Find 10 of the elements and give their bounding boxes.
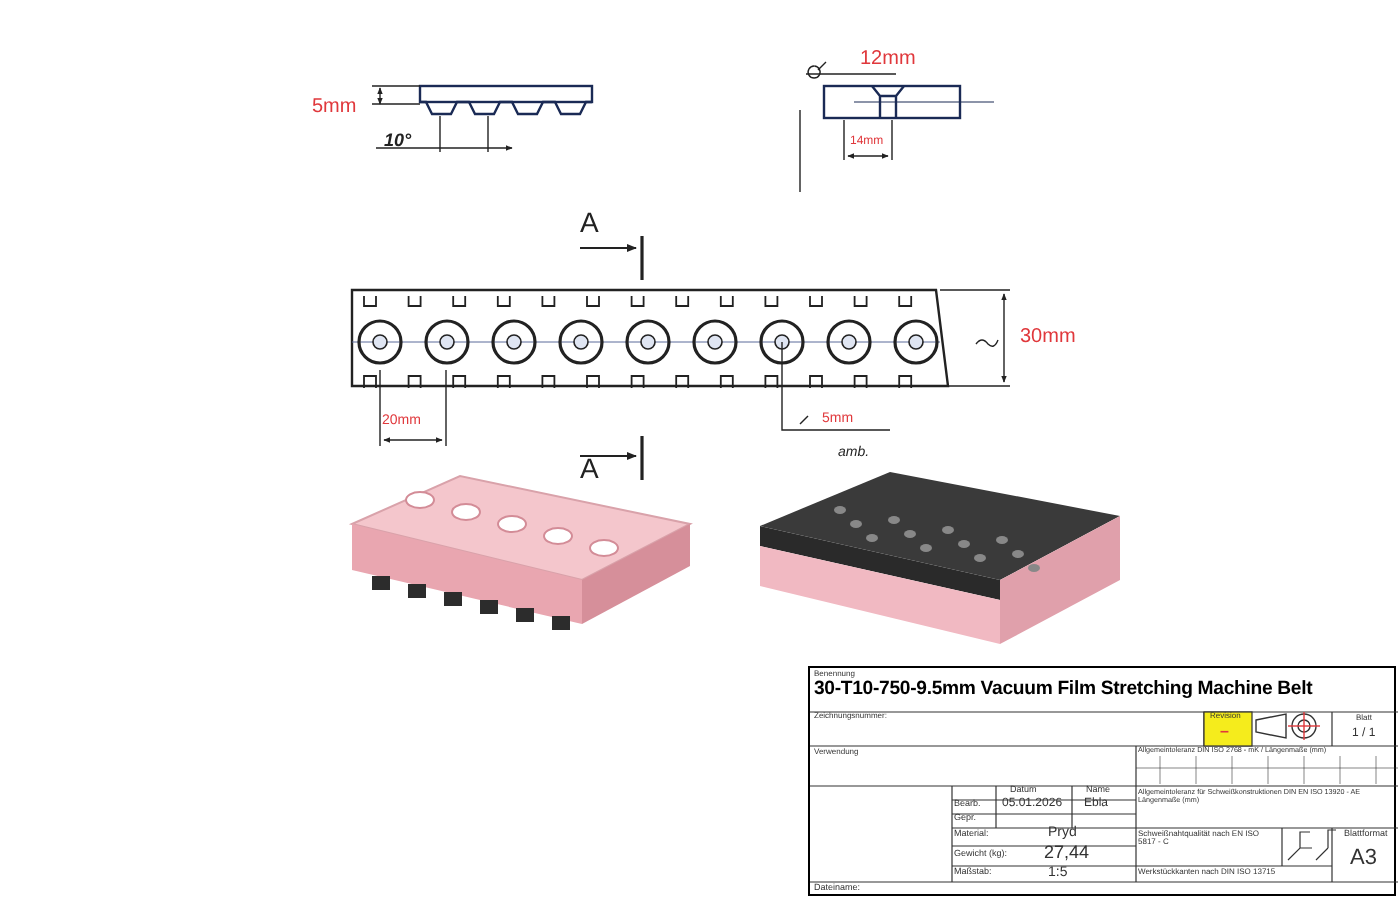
- dimension-label: 12mm: [860, 50, 916, 71]
- drawing-title: 30-T10-750-9.5mm Vacuum Film Stretching Machine Belt: [814, 680, 1315, 700]
- dimension-label: 5mm: [312, 98, 357, 119]
- title-block-text: A3: [1350, 848, 1377, 872]
- dimension-label: 10°: [384, 132, 412, 151]
- title-block-text: 27,44: [1044, 844, 1090, 863]
- title-block-text: –: [1220, 724, 1229, 741]
- dimension-label: 30mm: [1020, 328, 1076, 349]
- dimension-label: A: [580, 454, 599, 484]
- dimension-label: A: [580, 208, 599, 238]
